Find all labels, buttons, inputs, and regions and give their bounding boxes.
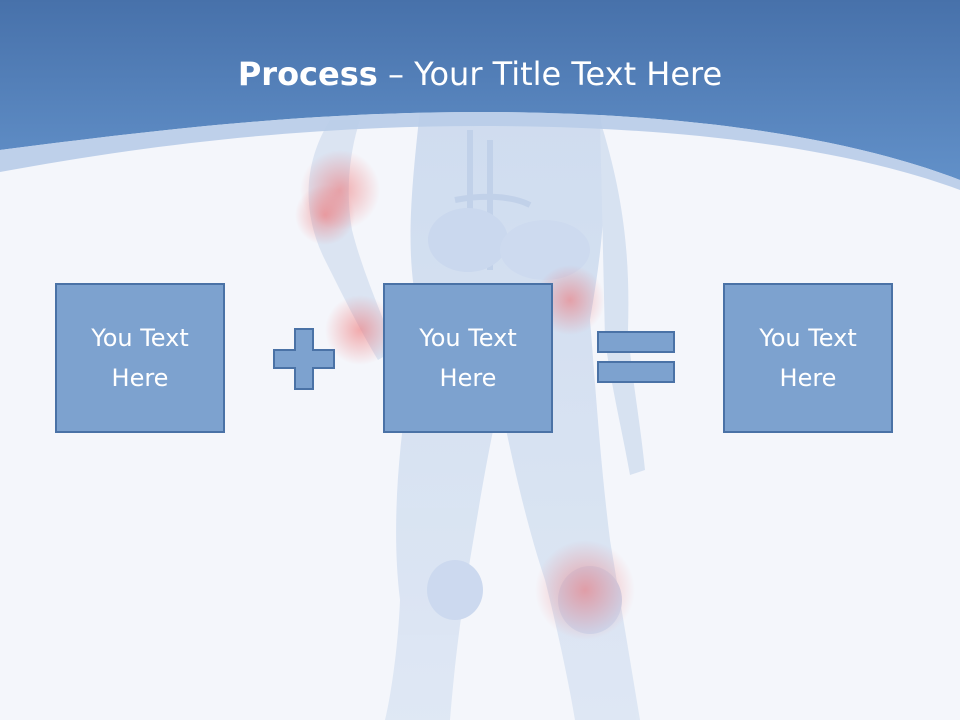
wrist-highlight bbox=[325, 295, 395, 365]
text-box-3[interactable]: You Text Here bbox=[723, 283, 893, 433]
knee-highlight bbox=[535, 540, 635, 640]
text-box-1[interactable]: You Text Here bbox=[55, 283, 225, 433]
text-box-1-label: You Text Here bbox=[91, 324, 189, 392]
title-bold: Process bbox=[237, 55, 378, 93]
text-box-2[interactable]: You Text Here bbox=[383, 283, 553, 433]
slide-title: Process – Your Title Text Here bbox=[0, 52, 960, 96]
text-box-2-label: You Text Here bbox=[419, 324, 517, 392]
plus-icon bbox=[273, 328, 335, 390]
title-rest: – Your Title Text Here bbox=[377, 55, 723, 93]
text-box-3-label: You Text Here bbox=[759, 324, 857, 392]
equals-icon bbox=[597, 331, 675, 383]
